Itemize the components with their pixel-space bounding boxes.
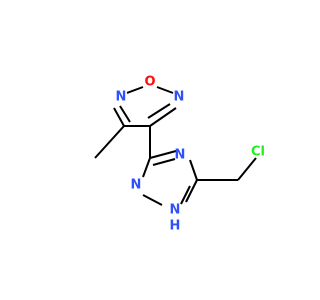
bond-n-left-c-methyl-inner <box>119 105 131 123</box>
molecule-structure: O N N N N N H Cl <box>94 75 265 234</box>
bond-n-left-c-methyl <box>113 107 125 127</box>
nitrogen-atom-label: N <box>116 90 127 105</box>
bond-c5-n1-inner <box>180 185 191 205</box>
nitrogen-atom-label: N <box>131 178 142 193</box>
bond-c3-n4-inner <box>152 158 176 166</box>
bond-n2-c3 <box>142 157 151 178</box>
bond-o-n-left <box>126 86 144 94</box>
molecule-canvas: O N N N N N H Cl <box>94 74 265 234</box>
bond-methyl <box>94 125 125 159</box>
bond-c3-n4 <box>149 150 177 159</box>
chlorine-atom-label: Cl <box>251 145 265 160</box>
nitrogen-atom-label: N <box>175 148 186 163</box>
bond-o-n-right <box>156 86 174 94</box>
bond-c-link-n-right-inner <box>147 103 171 119</box>
hydrogen-atom-label: H <box>170 219 181 234</box>
oxygen-atom-label: O <box>144 75 155 90</box>
bond-ch2-cl <box>237 157 257 181</box>
bond-c5-n1 <box>185 179 198 203</box>
bond-c-link-n-right <box>149 107 177 127</box>
bond-n1-n2 <box>142 194 163 206</box>
nitrogen-atom-label: N <box>174 90 185 105</box>
nitrogen-atom-label: N <box>170 203 181 218</box>
bond-n4-c5 <box>189 159 198 181</box>
